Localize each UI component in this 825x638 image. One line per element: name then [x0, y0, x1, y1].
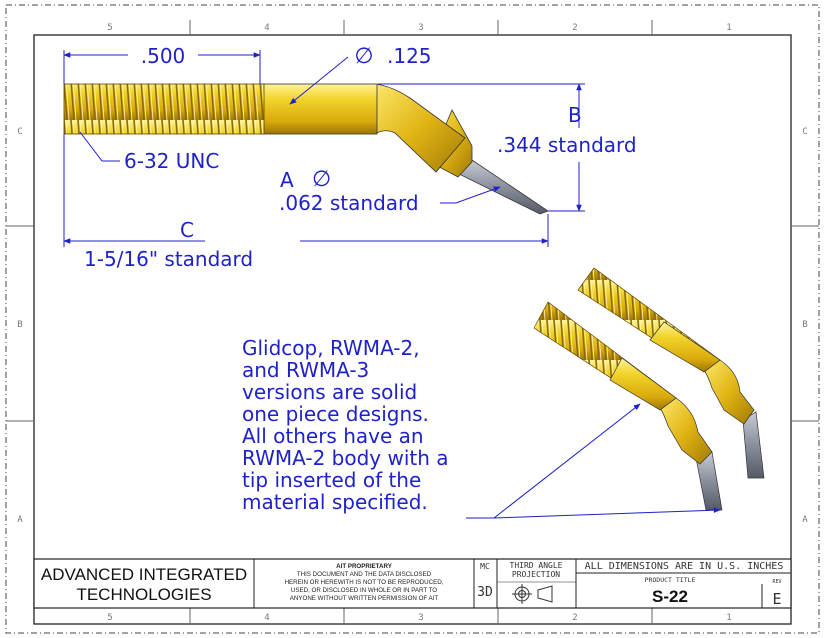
zone-labels-bottom: 5 4 3 2 1	[107, 613, 731, 623]
title-block: ADVANCED INTEGRATED TECHNOLOGIES AIT PRO…	[33, 558, 792, 609]
mc-value: 3D	[477, 585, 493, 600]
mc-label: MC	[480, 562, 490, 571]
note-line: Glidcop, RWMA-2,	[242, 336, 420, 360]
dim-b-label: B	[568, 103, 582, 127]
units-note: ALL DIMENSIONS ARE IN U.S. INCHES	[585, 561, 784, 572]
zone-bottom-label: 3	[418, 613, 423, 623]
zone-labels-side: C B A C B A	[17, 127, 808, 525]
zone-right-label: A	[802, 515, 808, 525]
note-line: RWMA-2 body with a	[242, 446, 449, 470]
note-line: material specified.	[242, 490, 428, 514]
zone-top-label: 4	[264, 23, 269, 33]
inner-border	[33, 34, 792, 625]
dim-a-value: .062 standard	[279, 191, 419, 215]
company-name-line1: ADVANCED INTEGRATED	[41, 565, 247, 584]
part-side-view	[63, 83, 549, 215]
diameter-symbol: ∅	[354, 44, 373, 69]
zone-top-label: 1	[726, 23, 731, 33]
dim-c-value: 1-5/16" standard	[84, 247, 253, 271]
note-line: All others have an	[242, 424, 424, 448]
proprietary-line: HEREIN OR HEREWITH IS NOT TO BE REPRODUC…	[285, 579, 444, 586]
note-line: tip inserted of the	[242, 468, 421, 492]
zone-bottom-label: 2	[572, 613, 577, 623]
zone-top-label: 5	[107, 23, 112, 33]
product-title: S-22	[652, 587, 688, 606]
product-title-label: PRODUCT TITLE	[645, 576, 696, 584]
zone-top-label: 2	[572, 23, 577, 33]
isometric-view	[466, 267, 765, 519]
zone-top-label: 3	[418, 23, 423, 33]
company-name-line2: TECHNOLOGIES	[76, 585, 211, 604]
body-shank	[261, 83, 378, 135]
zone-dividers	[6, 20, 819, 624]
zone-left-label: B	[17, 320, 22, 330]
note-line: and RWMA-3	[242, 358, 369, 382]
rev-label: REV	[772, 579, 781, 585]
zone-bottom-label: 5	[107, 613, 112, 623]
projection-line2: PROJECTION	[512, 570, 560, 579]
proprietary-line: USED, OR DISCLOSED IN WHOLE OR IN PART T…	[291, 587, 437, 594]
iso-part-rear	[577, 267, 765, 479]
proprietary-line: THIS DOCUMENT AND THE DATA DISCLOSED	[297, 571, 432, 578]
zone-labels-top: 5 4 3 2 1	[107, 23, 731, 33]
diameter-symbol: ∅	[312, 167, 331, 192]
body-bend	[374, 83, 466, 173]
dimension-lines	[63, 50, 585, 247]
note-line: versions are solid	[242, 380, 417, 404]
zone-bottom-label: 1	[726, 613, 731, 623]
zone-left-label: A	[17, 515, 23, 525]
zone-right-label: C	[802, 127, 807, 137]
projection-line1: THIRD ANGLE	[510, 561, 563, 570]
proprietary-title: AIT PROPRIETARY	[336, 563, 393, 570]
dim-b-value: .344 standard	[497, 133, 637, 157]
dim-body-diameter: .125	[387, 44, 432, 68]
third-angle-projection-icon	[512, 584, 553, 604]
outer-border	[5, 4, 820, 634]
tip-insert	[454, 159, 549, 215]
iso-part-front	[533, 301, 723, 511]
dimension-texts: .500 ∅ .125 6-32 UNC B .344 standard A ∅…	[84, 44, 637, 271]
zone-right-label: B	[802, 320, 807, 330]
note-line: one piece designs.	[242, 402, 429, 426]
proprietary-line: ANYONE WITHOUT WRITTEN PERMISSION OF AIT	[290, 595, 439, 602]
dim-thread-length: .500	[141, 44, 186, 68]
rev-value: E	[772, 590, 781, 608]
dim-thread-spec: 6-32 UNC	[124, 149, 219, 173]
threaded-end	[63, 83, 265, 135]
dim-a-label: A	[280, 168, 294, 192]
material-note: Glidcop, RWMA-2, and RWMA-3 versions are…	[242, 336, 449, 514]
zone-bottom-label: 4	[264, 613, 269, 623]
note-leaders	[466, 403, 721, 519]
zone-left-label: C	[17, 127, 22, 137]
dim-c-label: C	[180, 218, 194, 242]
